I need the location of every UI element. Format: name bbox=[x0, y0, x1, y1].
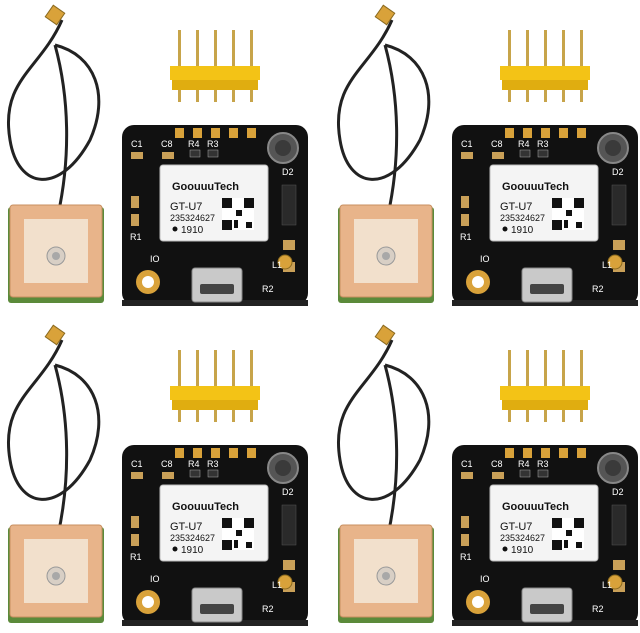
module-model-label-kit3: GT-U7 bbox=[170, 521, 202, 533]
pcb-label-d2-kit4: D2 bbox=[612, 487, 624, 497]
module-serial-label-kit4: 235324627 bbox=[500, 533, 545, 543]
pcb-label-r1-kit4: R1 bbox=[460, 552, 472, 562]
pcb-label-r3-kit1: R3 bbox=[207, 139, 219, 149]
module-date-label-kit2: 1910 bbox=[511, 225, 534, 236]
module-serial-label-kit2: 235324627 bbox=[500, 213, 545, 223]
pcb-label-io-kit3: IO bbox=[150, 574, 160, 584]
module-serial-label-kit3: 235324627 bbox=[170, 533, 215, 543]
pcb-label-r1-kit2: R1 bbox=[460, 232, 472, 242]
pcb-label-c8-kit3: C8 bbox=[161, 459, 173, 469]
pcb-label-r4-kit1: R4 bbox=[188, 139, 200, 149]
pcb-label-c1-kit4: C1 bbox=[461, 459, 473, 469]
brand-label-kit3: GoouuuTech bbox=[172, 501, 239, 513]
pcb-label-r2-kit1: R2 bbox=[262, 284, 274, 294]
module-date-label-kit1: 1910 bbox=[181, 225, 204, 236]
brand-label-kit1: GoouuuTech bbox=[172, 181, 239, 193]
pcb-label-io-kit4: IO bbox=[480, 574, 490, 584]
pcb-label-r2-kit4: R2 bbox=[592, 604, 604, 614]
pcb-label-d2-kit2: D2 bbox=[612, 167, 624, 177]
pcb-label-c1-kit1: C1 bbox=[131, 139, 143, 149]
pcb-label-l1-kit3: L1 bbox=[272, 580, 282, 590]
module-date-label-kit4: 1910 bbox=[511, 545, 534, 556]
brand-label-kit2: GoouuuTech bbox=[502, 181, 569, 193]
pcb-label-r4-kit3: R4 bbox=[188, 459, 200, 469]
module-model-label-kit1: GT-U7 bbox=[170, 201, 202, 213]
pcb-label-r1-kit1: R1 bbox=[130, 232, 142, 242]
pcb-label-c8-kit4: C8 bbox=[491, 459, 503, 469]
pcb-label-c1-kit3: C1 bbox=[131, 459, 143, 469]
pcb-label-r4-kit2: R4 bbox=[518, 139, 530, 149]
module-date-label-kit3: 1910 bbox=[181, 545, 204, 556]
pcb-label-l1-kit2: L1 bbox=[602, 260, 612, 270]
pcb-label-r2-kit2: R2 bbox=[592, 284, 604, 294]
brand-label-kit4: GoouuuTech bbox=[502, 501, 569, 513]
pcb-label-r3-kit3: R3 bbox=[207, 459, 219, 469]
pcb-label-io-kit1: IO bbox=[150, 254, 160, 264]
module-model-label-kit2: GT-U7 bbox=[500, 201, 532, 213]
pcb-label-r1-kit3: R1 bbox=[130, 552, 142, 562]
pcb-label-io-kit2: IO bbox=[480, 254, 490, 264]
pcb-label-c8-kit1: C8 bbox=[161, 139, 173, 149]
pcb-label-r3-kit4: R3 bbox=[537, 459, 549, 469]
module-serial-label-kit1: 235324627 bbox=[170, 213, 215, 223]
pcb-label-r4-kit4: R4 bbox=[518, 459, 530, 469]
pcb-label-d2-kit1: D2 bbox=[282, 167, 294, 177]
pcb-label-d2-kit3: D2 bbox=[282, 487, 294, 497]
pcb-label-r2-kit3: R2 bbox=[262, 604, 274, 614]
pcb-label-l1-kit1: L1 bbox=[272, 260, 282, 270]
pcb-label-l1-kit4: L1 bbox=[602, 580, 612, 590]
pcb-label-r3-kit2: R3 bbox=[537, 139, 549, 149]
pcb-label-c8-kit2: C8 bbox=[491, 139, 503, 149]
module-model-label-kit4: GT-U7 bbox=[500, 521, 532, 533]
pcb-label-c1-kit2: C1 bbox=[461, 139, 473, 149]
